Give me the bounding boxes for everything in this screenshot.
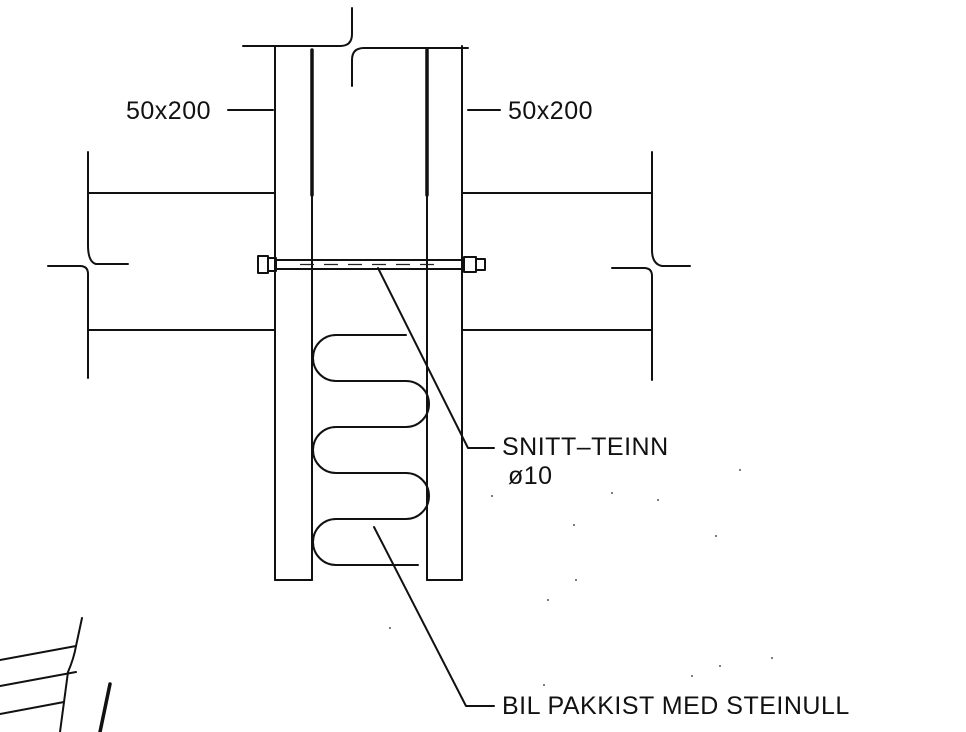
right-beam-dimension-label: 50x200 xyxy=(508,97,593,125)
adjacent-detail-fragment xyxy=(0,617,112,732)
mineral-wool-insulation xyxy=(312,334,430,566)
insulation-label: BIL PAKKIST MED STEINULL xyxy=(502,692,850,720)
left-vertical-board xyxy=(274,45,314,581)
rod-label: SNITT–TEINN xyxy=(502,433,669,461)
leader-lines xyxy=(227,109,501,707)
left-horizontal-beam xyxy=(47,151,276,379)
through-bolt xyxy=(257,255,486,274)
rod-size-label: ø10 xyxy=(508,462,553,490)
top-break-line xyxy=(242,7,469,87)
right-horizontal-beam xyxy=(461,151,691,381)
right-vertical-board xyxy=(425,45,463,581)
left-beam-dimension-label: 50x200 xyxy=(126,97,211,125)
scan-noise xyxy=(389,469,773,703)
